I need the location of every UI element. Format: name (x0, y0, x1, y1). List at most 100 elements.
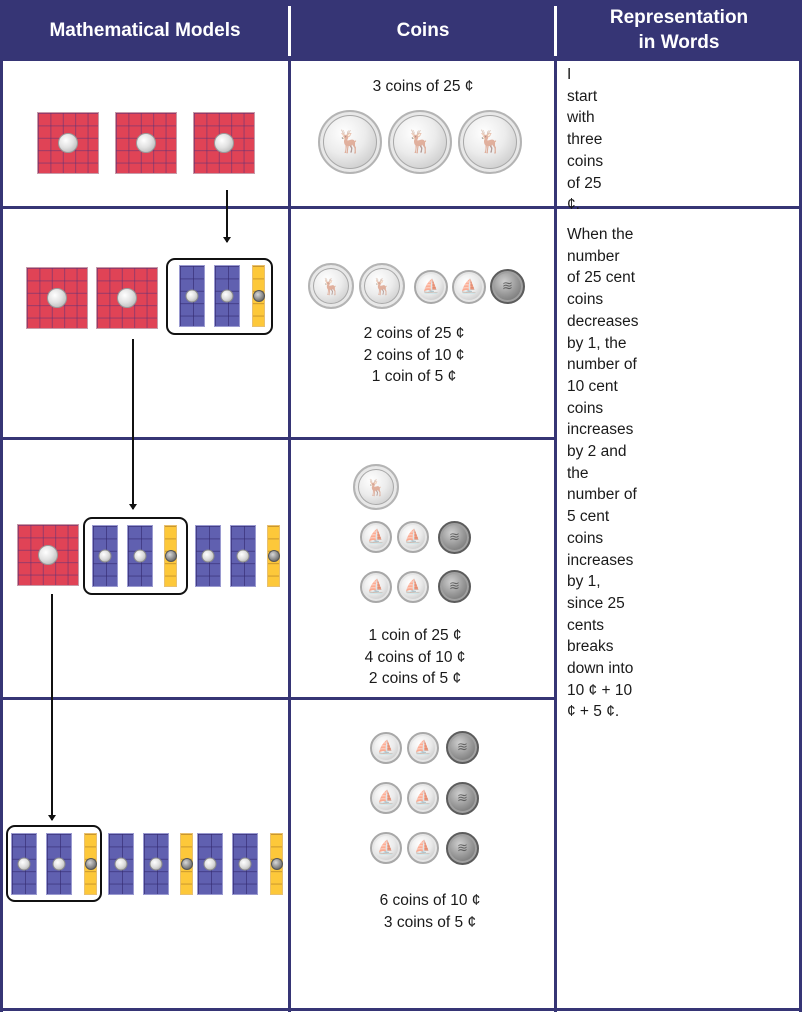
five-block (164, 525, 177, 587)
dime-coin-icon: ⛵ (407, 732, 439, 764)
row-divider (0, 206, 802, 209)
hundred-block (193, 112, 255, 174)
quarter-coin-icon: 🦌 (359, 263, 405, 309)
header-coins: Coins (290, 0, 556, 60)
dime-icon (203, 857, 217, 871)
words-line: I start with (567, 66, 598, 127)
nickel-icon (270, 858, 283, 870)
quarter-coin-icon: 🦌 (458, 110, 522, 174)
ten-block (11, 833, 37, 895)
dime-coin-icon: ⛵ (370, 782, 402, 814)
words-line: breaks down into (567, 638, 634, 678)
nickel-coin-icon: ≋ (446, 832, 479, 865)
hundred-block (17, 524, 79, 586)
quarter-icon (38, 545, 58, 565)
nickel-coin-icon: ≋ (490, 269, 525, 304)
five-block (270, 833, 283, 895)
nickel-icon (252, 290, 265, 302)
dime-coin-icon: ⛵ (452, 270, 486, 304)
table-border-bottom (0, 1008, 802, 1011)
coin-count-line: 1 coin of 25 ¢ (368, 627, 462, 644)
dime-coin-icon: ⛵ (360, 521, 392, 553)
quarter-coin-icon: 🦌 (308, 263, 354, 309)
words-line: three coins of 25 ¢. (567, 131, 604, 214)
quarter-coin-icon: 🦌 (318, 110, 382, 174)
header-divider (288, 6, 291, 56)
quarter-coin-icon: 🦌 (353, 464, 399, 510)
hundred-block (96, 267, 158, 329)
dime-icon (149, 857, 163, 871)
words-line: by 1, the number of (567, 334, 637, 374)
dime-coin-icon: ⛵ (360, 571, 392, 603)
dime-icon (185, 289, 199, 303)
nickel-icon (180, 858, 193, 870)
words-line: of 25 cent coins decreases (567, 269, 639, 330)
words-line: When the number (567, 226, 634, 265)
hundred-block (115, 112, 177, 174)
ten-block (108, 833, 134, 895)
dime-coin-icon: ⛵ (407, 782, 439, 814)
coin-count-line: 2 coins of 5 ¢ (368, 670, 462, 687)
header-label: Mathematical Models (49, 19, 241, 41)
ten-block (179, 265, 205, 327)
quarter-icon (214, 133, 234, 153)
table-border-right (799, 58, 802, 1012)
column-divider (288, 58, 291, 1012)
hundred-block (37, 112, 99, 174)
words-line: by 1, since 25 cents (567, 573, 625, 634)
words-text: I start with three coins of 25 ¢. (567, 64, 603, 216)
coin-count-line: 4 coins of 10 ¢ (364, 648, 466, 666)
quarter-icon (47, 288, 67, 308)
quarter-icon (117, 288, 137, 308)
dime-coin-icon: ⛵ (370, 832, 402, 864)
row-divider (0, 697, 556, 700)
ten-block (195, 525, 221, 587)
coin-count-text: 6 coins of 10 ¢ 3 coins of 5 ¢ (345, 890, 515, 933)
five-block (252, 265, 265, 327)
ten-block (230, 525, 256, 587)
header-label-line2: in Words (638, 32, 720, 53)
header-divider (554, 6, 557, 56)
dime-icon (98, 549, 112, 563)
dime-icon (238, 857, 252, 871)
dime-icon (17, 857, 31, 871)
coin-count-line: 1 coin of 5 ¢ (371, 368, 457, 385)
words-text: When the number of 25 cent coins decreas… (567, 224, 639, 723)
hundred-block (26, 267, 88, 329)
table-border-left (0, 58, 3, 1012)
coin-count-line: 2 coins of 10 ¢ (363, 346, 465, 364)
arrow-down-icon (48, 594, 56, 821)
nickel-icon (164, 550, 177, 562)
header-label-line1: Representation (609, 7, 749, 28)
header-label: Coins (396, 19, 450, 41)
row-divider (0, 58, 802, 61)
nickel-coin-icon: ≋ (438, 521, 471, 554)
ten-block (46, 833, 72, 895)
five-block (180, 833, 193, 895)
ten-block (232, 833, 258, 895)
dime-icon (236, 549, 250, 563)
ten-block (92, 525, 118, 587)
nickel-coin-icon: ≋ (446, 731, 479, 764)
dime-coin-icon: ⛵ (414, 270, 448, 304)
nickel-icon (267, 550, 280, 562)
quarter-icon (136, 133, 156, 153)
nickel-coin-icon: ≋ (446, 782, 479, 815)
arrow-down-icon (129, 339, 137, 510)
ten-block (143, 833, 169, 895)
header-representation-in-words: Representation in Words (556, 0, 802, 60)
ten-block (214, 265, 240, 327)
dime-icon (201, 549, 215, 563)
arrow-down-icon (223, 190, 231, 243)
ten-block (197, 833, 223, 895)
dime-icon (114, 857, 128, 871)
row-divider (0, 437, 556, 440)
coin-count-line: 2 coins of 25 ¢ (363, 325, 465, 342)
nickel-coin-icon: ≋ (438, 570, 471, 603)
words-line: by 2 and the number of (567, 443, 637, 504)
five-block (84, 833, 97, 895)
grouping-box (166, 258, 273, 335)
column-divider (554, 58, 557, 1012)
header-mathematical-models: Mathematical Models (0, 0, 290, 60)
